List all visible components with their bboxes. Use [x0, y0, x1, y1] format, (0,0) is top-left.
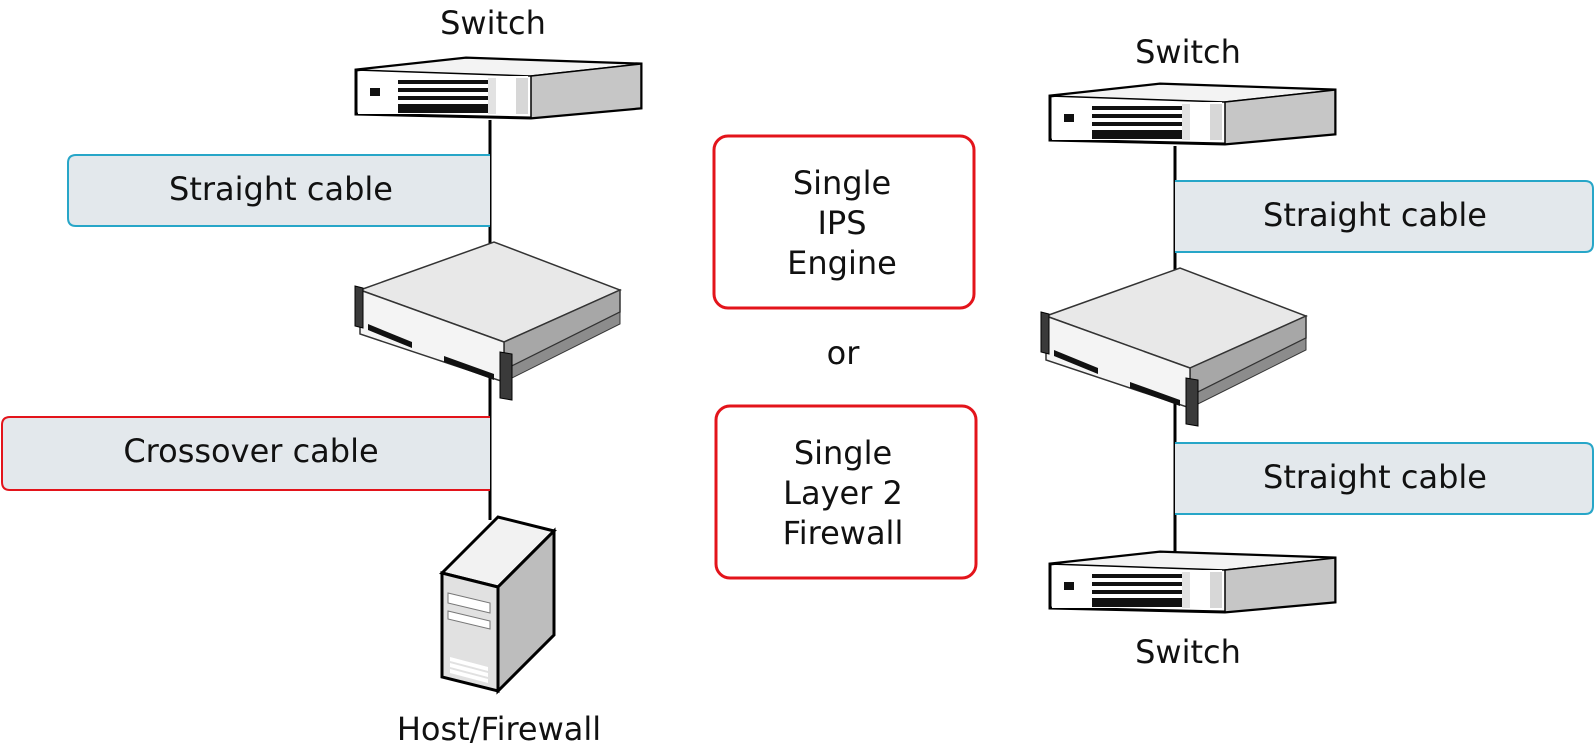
right-bottom-switch-label: Switch — [1135, 633, 1241, 671]
ips-box-line-2: IPS — [817, 204, 866, 242]
ips-box-line-3: Engine — [787, 244, 897, 282]
host-firewall-icon — [440, 515, 556, 693]
svg-text:Crossover cable: Crossover cable — [123, 432, 378, 470]
l2fw-box-line-1: Single — [794, 434, 892, 472]
l2fw-box-line-2: Layer 2 — [783, 474, 903, 512]
single-ips-engine-box: Single IPS Engine — [712, 134, 976, 310]
right-top-switch-label: Switch — [1135, 33, 1241, 71]
left-ips-engine-icon — [354, 241, 621, 401]
right-ips-engine-icon — [1040, 267, 1307, 427]
right-bottom-switch-icon — [1048, 550, 1337, 614]
right-top-straight-cable-label: Straight cable — [1175, 180, 1594, 253]
svg-text:Straight cable: Straight cable — [1263, 196, 1487, 234]
or-label: or — [827, 334, 861, 372]
left-switch-label: Switch — [440, 4, 546, 42]
left-straight-cable-label: Straight cable — [67, 154, 490, 227]
svg-text:Straight cable: Straight cable — [1263, 458, 1487, 496]
l2fw-box-line-3: Firewall — [783, 514, 904, 552]
single-layer2-firewall-box: Single Layer 2 Firewall — [714, 404, 978, 580]
right-top-switch-icon — [1048, 82, 1337, 146]
left-crossover-cable-label: Crossover cable — [1, 416, 490, 491]
left-switch-icon — [354, 56, 643, 120]
svg-text:Straight cable: Straight cable — [169, 170, 393, 208]
ips-box-line-1: Single — [793, 164, 891, 202]
host-firewall-label: Host/Firewall — [397, 710, 601, 748]
right-bottom-straight-cable-label: Straight cable — [1175, 442, 1594, 515]
